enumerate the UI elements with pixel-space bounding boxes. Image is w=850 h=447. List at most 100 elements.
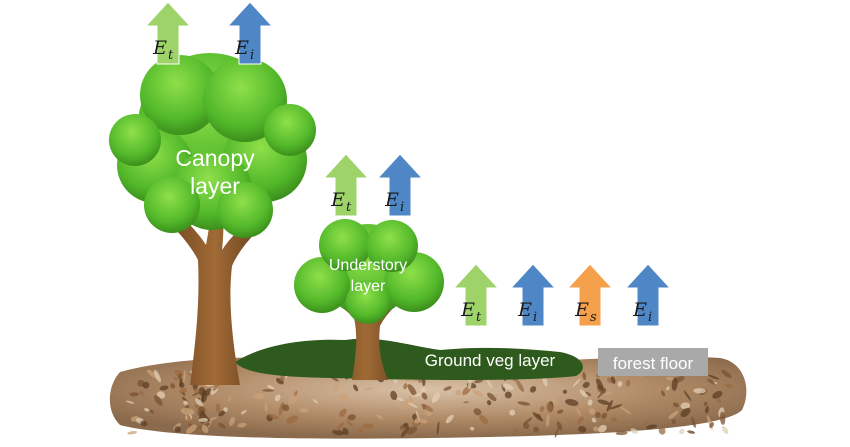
litter-leaf [517,401,531,406]
understory-foliage [294,219,444,324]
litter-leaf [237,422,247,428]
litter-leaf [363,387,374,391]
litter-leaf [406,426,418,435]
arrow-ei-canopy: E i [226,1,274,65]
ground-veg-label: Ground veg layer [425,351,556,370]
litter-leaf [401,398,411,410]
litter-leaf [587,399,593,406]
arrow-symbol: E [632,299,647,321]
litter-leaf [604,391,613,396]
litter-leaf [554,428,559,438]
litter-speckles [125,367,733,438]
understory-label-line1: Understory [329,257,407,274]
litter-leaf [312,399,319,404]
flux-arrows: E t E i E t E i E t E i E [144,1,672,327]
litter-leaf [487,379,493,389]
arrow-shape [509,263,557,327]
litter-leaf [504,391,512,399]
litter-leaf [539,405,545,412]
litter-leaf [443,386,452,391]
litter-leaf [305,382,310,388]
litter-leaf [680,402,691,410]
litter-leaf [407,402,418,408]
canopy-label-line2: layer [190,173,240,199]
litter-leaf [129,392,140,397]
litter-leaf [332,429,345,436]
litter-leaf [610,376,616,384]
litter-leaf [577,416,584,425]
arrow-symbol: E [384,189,399,211]
litter-leaf [532,412,544,422]
litter-leaf [562,389,568,394]
litter-leaf [149,409,154,414]
litter-leaf [404,424,408,435]
litter-leaf [595,412,601,418]
arrow-shape [226,1,274,65]
litter-leaf [204,388,212,396]
litter-leaf [172,377,179,381]
litter-leaf [615,431,628,436]
litter-leaf [412,393,423,397]
litter-leaf [630,428,638,434]
litter-leaf [218,410,226,417]
litter-leaf [215,403,221,413]
litter-leaf [278,401,285,416]
litter-leaf [474,379,483,384]
arrow-shape [144,1,192,65]
litter-leaf [335,422,345,431]
litter-leaf [610,417,618,422]
litter-leaf [198,418,208,422]
arrow-et-ground-veg: E t [452,263,500,327]
arrow-shape [322,153,370,217]
litter-leaf [658,426,666,435]
litter-leaf [362,423,374,430]
litter-leaf [691,416,696,428]
litter-leaf [705,406,709,414]
litter-leaf [721,369,732,379]
litter-leaf [660,390,666,397]
litter-leaf [680,407,691,418]
litter-leaf [463,401,470,404]
litter-leaf [468,377,472,390]
litter-leaf [445,414,454,424]
litter-leaf [268,414,280,420]
litter-leaf [181,391,186,397]
litter-leaf [159,385,169,391]
litter-leaf [644,419,648,425]
litter-leaf [515,379,525,392]
litter-leaf [186,424,197,434]
litter-leaf [716,397,722,404]
litter-leaf [666,376,675,381]
litter-leaf [419,419,428,424]
litter-leaf [683,390,692,402]
litter-leaf [288,395,298,405]
arrow-subscript: t [346,200,352,215]
litter-leaf [672,402,680,408]
litter-leaf [279,375,286,381]
litter-leaf [596,378,604,391]
arrow-ei-forest-floor: E i [624,263,672,327]
litter-leaf [589,408,595,415]
canopy-foliage [109,53,316,238]
litter-leaf [282,404,290,412]
arrow-subscript: i [250,48,254,63]
arrow-symbol: E [574,299,589,321]
litter-leaf [645,424,658,430]
litter-leaf [174,426,182,433]
litter-leaf [487,392,497,402]
litter-leaf [170,383,176,389]
litter-leaf [223,407,228,412]
litter-leaf [582,372,587,381]
litter-leaf [420,387,426,393]
litter-leaf [671,419,677,424]
litter-leaf [671,377,678,391]
arrow-symbol: E [152,37,167,59]
litter-leaf [725,383,733,388]
canopy-label-line1: Canopy [175,145,255,171]
litter-leaf [403,383,408,390]
litter-leaf [195,398,204,407]
forest-floor-litter [109,356,747,439]
arrow-subscript: t [168,48,174,63]
litter-leaf [529,386,537,393]
litter-leaf [218,422,226,429]
